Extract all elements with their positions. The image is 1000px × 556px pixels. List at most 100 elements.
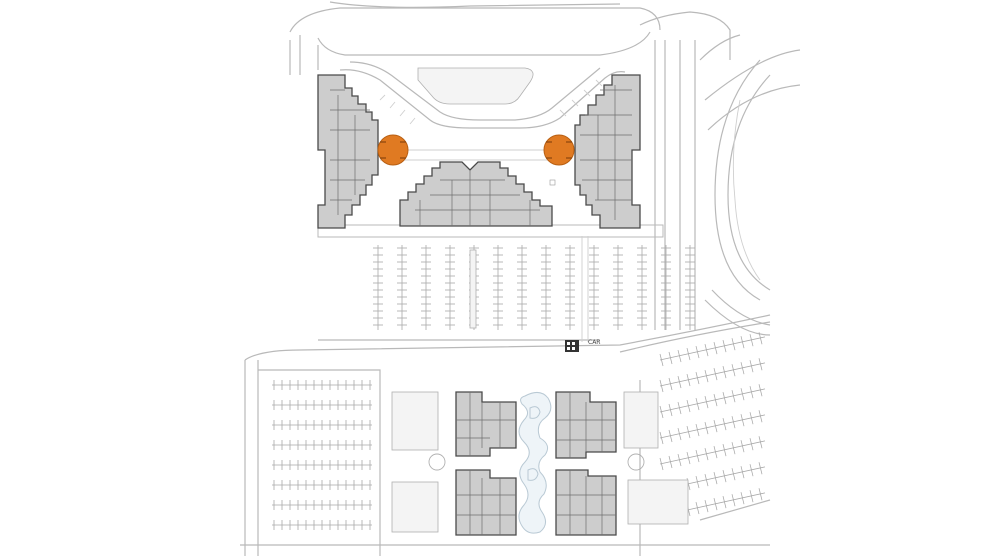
- parking-stall: [722, 392, 727, 405]
- parking-stall: [695, 449, 700, 463]
- parking-stall: [758, 358, 763, 371]
- parking-stall: [686, 373, 691, 387]
- parking-stall: [758, 332, 763, 345]
- parking-stall: [722, 340, 727, 353]
- parking-row: [659, 414, 766, 439]
- parking-stall: [749, 438, 754, 451]
- parking-stall: [758, 488, 763, 501]
- parking-stall: [686, 425, 691, 439]
- building-southeast-south: [555, 469, 617, 536]
- southwest-parking-lot: [272, 380, 372, 530]
- parking-row: [659, 336, 766, 361]
- west-entrance-marker[interactable]: [377, 134, 409, 166]
- parking-stall: [740, 466, 745, 479]
- east-entrance-marker[interactable]: [543, 134, 575, 166]
- small-sign-label: CAR: [588, 339, 600, 346]
- parking-stall: [713, 446, 718, 459]
- parking-stall: [668, 403, 673, 417]
- parking-stall: [740, 336, 745, 349]
- parking-stall: [749, 490, 754, 503]
- parking-stall: [758, 462, 763, 475]
- parking-stall: [659, 457, 664, 471]
- parking-stall: [731, 364, 736, 377]
- parking-stall: [713, 368, 718, 381]
- parking-stall: [713, 498, 718, 511]
- parking-stall: [749, 386, 754, 399]
- parking-row: [659, 388, 766, 413]
- parking-stall: [677, 349, 682, 363]
- parking-stall: [668, 351, 673, 365]
- parking-stall: [740, 492, 745, 505]
- parking-stall: [722, 418, 727, 431]
- parking-stall: [731, 442, 736, 455]
- parking-stall: [659, 379, 664, 393]
- building-southwest-north: [455, 391, 517, 457]
- parking-stall: [659, 405, 664, 419]
- parking-stall: [659, 431, 664, 445]
- parking-stall: [668, 455, 673, 469]
- parking-stall: [677, 427, 682, 441]
- parking-stall: [704, 396, 709, 409]
- parking-stall: [758, 436, 763, 449]
- parking-stall: [695, 501, 700, 515]
- parking-stall: [713, 420, 718, 433]
- parking-stall: [740, 388, 745, 401]
- parking-stall: [695, 397, 700, 411]
- parking-stall: [686, 347, 691, 361]
- parking-stall: [713, 342, 718, 355]
- building-southwest-south: [455, 469, 517, 536]
- parking-stall: [749, 334, 754, 347]
- parking-stall: [704, 448, 709, 461]
- parking-stall: [722, 366, 727, 379]
- parking-stall: [695, 423, 700, 437]
- parking-stall: [695, 345, 700, 359]
- parking-stall: [731, 390, 736, 403]
- lower-islands: [391, 391, 689, 533]
- parking-stall: [686, 451, 691, 465]
- parking-stall: [713, 394, 718, 407]
- building-west-upper: [317, 74, 379, 229]
- upper-parking-lot: [373, 245, 695, 330]
- road-network: [240, 1, 801, 556]
- parking-stall: [749, 464, 754, 477]
- parking-stall: [704, 370, 709, 383]
- parking-stall: [704, 422, 709, 435]
- parking-stall: [695, 371, 700, 385]
- parking-stall: [749, 412, 754, 425]
- parking-stall: [659, 353, 664, 367]
- building-southeast-north: [555, 391, 617, 459]
- parking-stall: [731, 338, 736, 351]
- parking-stall: [668, 377, 673, 391]
- parking-stall: [758, 410, 763, 423]
- parking-stall: [704, 474, 709, 487]
- parking-stall: [731, 468, 736, 481]
- parking-stall: [740, 414, 745, 427]
- parking-row: [659, 362, 766, 387]
- parking-stall: [731, 416, 736, 429]
- parking-stall: [704, 344, 709, 357]
- parking-island: [469, 249, 477, 329]
- parking-stall: [686, 399, 691, 413]
- east-parking-lot: [659, 332, 766, 523]
- parking-stall: [722, 470, 727, 483]
- parking-stall: [677, 375, 682, 389]
- entrance-loop: [339, 61, 626, 129]
- parking-stall: [695, 475, 700, 489]
- parking-row: [659, 440, 766, 465]
- parking-stall: [740, 440, 745, 453]
- parking-stall: [731, 494, 736, 507]
- parking-stall: [668, 429, 673, 443]
- parking-stall: [758, 384, 763, 397]
- water-feature: [428, 392, 645, 534]
- parking-stall: [722, 496, 727, 509]
- walkway-connector: CAR: [565, 236, 600, 352]
- parking-stall: [677, 401, 682, 415]
- parking-stall: [740, 362, 745, 375]
- parking-stall: [722, 444, 727, 457]
- building-east-upper: [574, 74, 641, 229]
- parking-stall: [704, 500, 709, 513]
- parking-stall: [749, 360, 754, 373]
- parking-stall: [713, 472, 718, 485]
- parking-stall: [677, 453, 682, 467]
